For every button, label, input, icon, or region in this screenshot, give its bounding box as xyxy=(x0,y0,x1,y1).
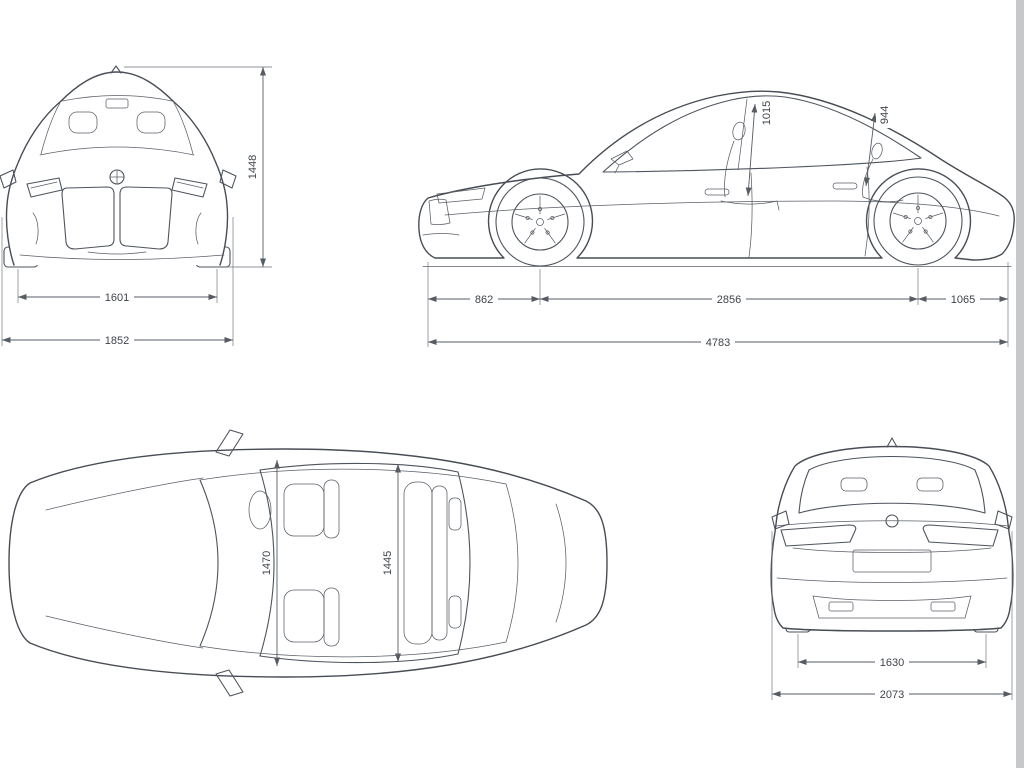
dim-label-overall-length: 4783 xyxy=(706,337,730,349)
rear-badge xyxy=(885,514,899,528)
dimension-overall-width: 1852 xyxy=(1,217,234,347)
dimension-height: 1448 xyxy=(124,66,272,268)
bumper-intake-left xyxy=(32,212,39,245)
rear-headrest-left xyxy=(840,477,868,492)
side-mirror-right xyxy=(219,169,237,189)
roof-fin-antenna xyxy=(110,65,122,74)
dim-label-width-incl-mirrors: 2073 xyxy=(880,689,904,701)
rear-beltline xyxy=(775,520,1009,527)
front-body-outline xyxy=(5,71,229,266)
rearview-mirror xyxy=(105,98,129,109)
front-fascia-details xyxy=(422,187,486,236)
dimension-front-headroom: 1015 xyxy=(745,98,773,197)
door-handle-rear xyxy=(832,182,858,190)
rear-headrest-right xyxy=(916,477,944,492)
front-bumper-line xyxy=(19,254,225,260)
dim-label-wheelbase: 2856 xyxy=(717,294,741,306)
dimension-front-interior-width: 1470 xyxy=(258,460,280,666)
exhaust-right xyxy=(930,601,956,612)
headlight-right xyxy=(171,177,208,198)
dimension-width-incl-mirrors: 2073 xyxy=(771,531,1013,701)
dimension-rear-interior-width: 1445 xyxy=(379,464,401,662)
rear-window xyxy=(798,455,986,514)
dim-label-track-front: 1601 xyxy=(105,292,129,304)
dimension-rear-headroom: 944 xyxy=(864,102,891,187)
license-plate-recess xyxy=(852,549,932,573)
top-view: 1470 1445 xyxy=(8,429,608,697)
dimension-front-track: 1601 xyxy=(17,269,218,304)
hood-creases xyxy=(45,477,204,649)
side-mirror-left xyxy=(0,169,17,189)
dim-label-height: 1448 xyxy=(247,155,259,179)
front-wheel xyxy=(495,177,585,267)
kidney-grille xyxy=(61,186,173,250)
dim-label-front-overhang: 862 xyxy=(475,294,493,306)
exhaust-left xyxy=(828,601,854,612)
top-mirror-left xyxy=(215,429,244,457)
front-view: 1448 1601 1852 xyxy=(0,65,272,347)
side-body-outline xyxy=(418,90,1015,261)
front-seat-headrest xyxy=(732,121,746,141)
rear-body-outline xyxy=(770,445,1014,632)
side-glass xyxy=(602,95,922,173)
headlight-left xyxy=(26,177,63,198)
dim-label-front-interior-width: 1470 xyxy=(261,551,273,575)
dim-label-overall-width: 1852 xyxy=(105,335,129,347)
brand-roundel xyxy=(109,169,125,185)
dim-label-rear-interior-width: 1445 xyxy=(382,551,394,575)
rear-wheel xyxy=(873,176,963,266)
side-mirror xyxy=(610,150,634,174)
taillight-right xyxy=(922,524,999,547)
front-windshield xyxy=(39,95,195,156)
rear-bumper-line xyxy=(776,577,1008,583)
right-edge-strip xyxy=(1016,0,1024,768)
bumper-center-line xyxy=(87,251,147,255)
dimension-rear-track: 1630 xyxy=(797,634,987,669)
trunk-seam xyxy=(792,547,992,553)
top-body-outline xyxy=(8,448,608,678)
interior-top xyxy=(248,479,462,647)
bumper-intake-right xyxy=(195,212,202,245)
steering-wheel xyxy=(248,490,272,530)
dim-label-rear-track: 1630 xyxy=(880,657,904,669)
dimension-length-chain: 862 2856 1065 4783 xyxy=(427,262,1009,349)
taillight-left xyxy=(780,524,857,547)
headrest-right xyxy=(136,111,166,134)
door-handle-front xyxy=(704,188,730,196)
top-mirror-right xyxy=(215,669,244,697)
dim-label-rear-overhang: 1065 xyxy=(951,294,975,306)
dim-label-rear-headroom: 944 xyxy=(879,106,891,124)
headrest-left xyxy=(68,111,98,134)
rear-mirror-right xyxy=(994,510,1013,530)
greenhouse xyxy=(199,462,567,664)
dim-label-front-headroom: 1015 xyxy=(761,101,773,125)
rear-view: 1630 2073 xyxy=(770,437,1014,701)
side-view: 1015 944 862 2856 xyxy=(418,90,1015,349)
rear-diffuser xyxy=(812,595,972,619)
rear-fin-antenna xyxy=(886,437,898,448)
rear-mirror-left xyxy=(771,510,790,530)
